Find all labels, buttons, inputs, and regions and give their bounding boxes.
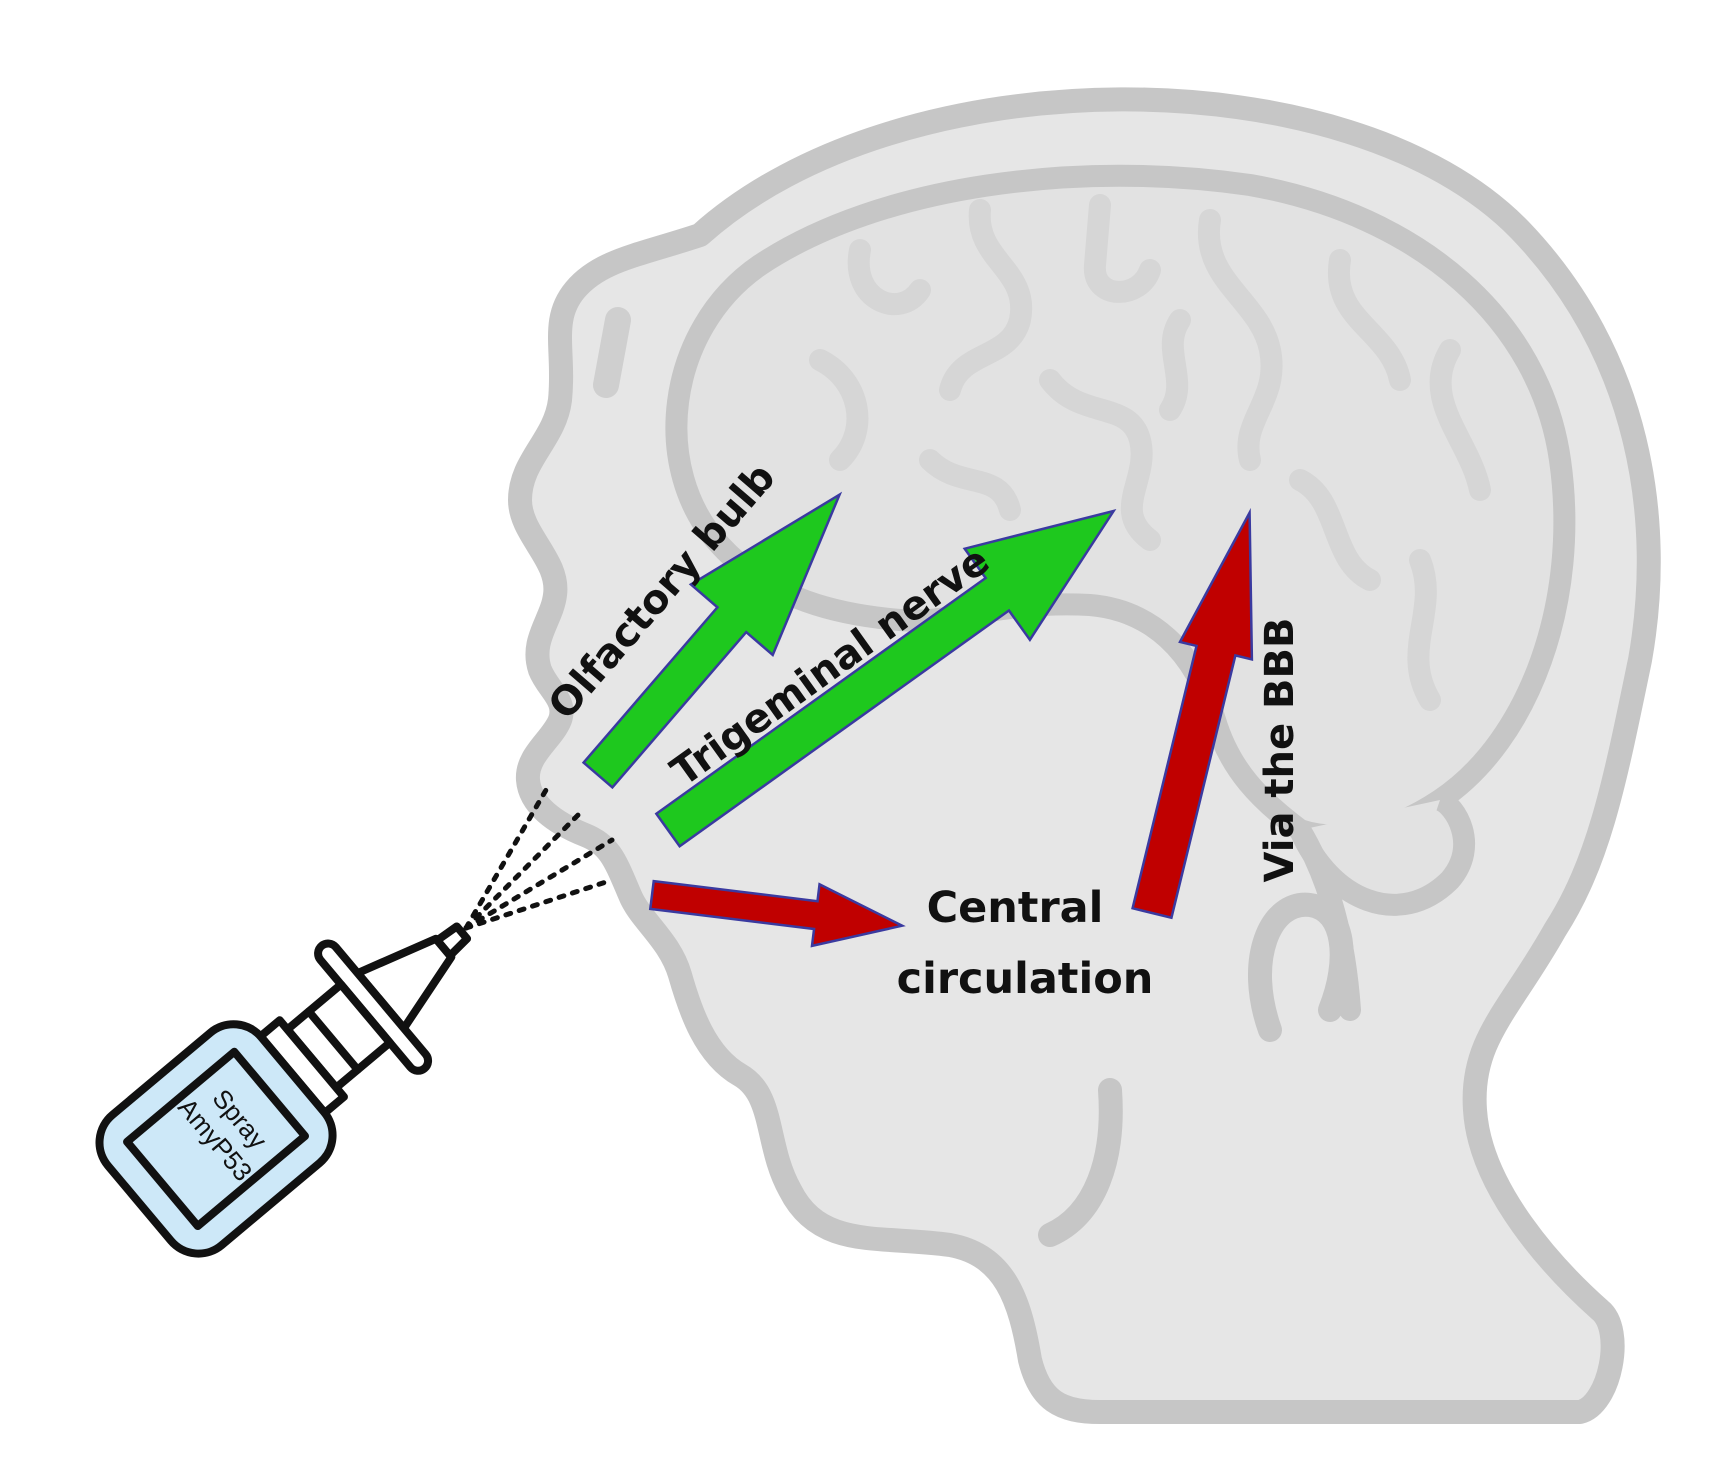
jaw-line: [1038, 1078, 1123, 1247]
trigeminal-pathway-arrow: [654, 509, 1117, 849]
pathway-arrows: [581, 491, 1254, 948]
brain-stem: [1289, 819, 1361, 1021]
via-bbb-label: Via the BBB: [1257, 618, 1303, 883]
bottle-label: [123, 1047, 310, 1231]
brain-icon: [665, 164, 1576, 1021]
olfactory-pathway-arrow: [581, 491, 843, 790]
central-circulation-label-line1: Central: [927, 883, 1104, 933]
central-circulation-arrow: [648, 879, 906, 948]
bbb-pathway-arrow: [1131, 507, 1254, 920]
central-circulation-label-line2: circulation: [897, 954, 1154, 1004]
spray-mist: [463, 787, 615, 931]
nasal-spray-bottle-icon: AmyP53 Spray: [95, 922, 472, 1258]
